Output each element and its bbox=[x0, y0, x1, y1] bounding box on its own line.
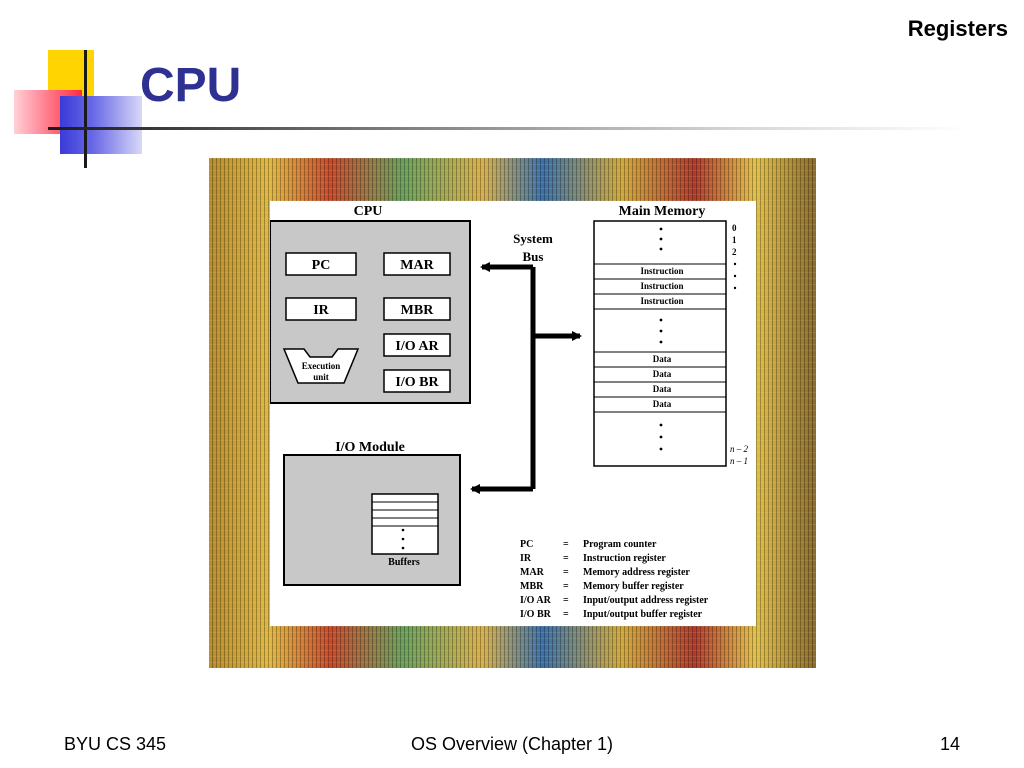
memory-dot bbox=[659, 447, 663, 451]
legend-desc: Memory buffer register bbox=[583, 581, 684, 592]
main-memory-title: Main Memory bbox=[619, 204, 706, 219]
memory-dot bbox=[659, 435, 663, 439]
register-iobr-box bbox=[383, 369, 451, 393]
legend-equals: = bbox=[563, 581, 569, 592]
computer-components-diagram: CPU PC MAR IR MBR I/O AR I/O BR Executio… bbox=[270, 201, 756, 626]
register-ioar-box bbox=[383, 333, 451, 357]
cpu-block-title: CPU bbox=[354, 204, 383, 219]
register-pc-box bbox=[285, 252, 357, 276]
diagram-svg: CPU PC MAR IR MBR I/O AR I/O BR Executio… bbox=[270, 204, 749, 620]
slide-title: CPU bbox=[140, 59, 242, 112]
memory-index-2: 2 bbox=[732, 247, 737, 257]
io-buffers-label: Buffers bbox=[388, 557, 420, 568]
decor-vertical-line bbox=[84, 50, 87, 168]
memory-dot bbox=[733, 286, 737, 290]
memory-row-instruction-1: Instruction bbox=[640, 266, 683, 276]
footer-chapter: OS Overview (Chapter 1) bbox=[410, 734, 614, 754]
legend-equals: = bbox=[563, 609, 569, 620]
legend-abbr: IR bbox=[520, 553, 532, 564]
memory-dot bbox=[659, 318, 663, 322]
system-bus-label-2: Bus bbox=[523, 249, 544, 264]
memory-row-data-1: Data bbox=[653, 354, 672, 364]
memory-dot bbox=[659, 247, 663, 251]
legend-equals: = bbox=[563, 567, 569, 578]
memory-index-dots bbox=[733, 262, 737, 290]
register-legend: PC = Program counter IR = Instruction re… bbox=[520, 539, 709, 620]
io-buffers-box bbox=[371, 493, 439, 555]
io-buffer-dot bbox=[401, 537, 405, 541]
memory-dot bbox=[659, 237, 663, 241]
legend-equals: = bbox=[563, 553, 569, 564]
execution-unit-shape bbox=[282, 348, 360, 384]
register-mar-box bbox=[383, 252, 451, 276]
io-buffer-dots bbox=[401, 528, 405, 550]
io-module-title: I/O Module bbox=[335, 440, 405, 455]
legend-abbr: I/O AR bbox=[520, 595, 552, 606]
memory-dot bbox=[659, 227, 663, 231]
io-buffer-dot bbox=[401, 546, 405, 550]
legend-desc: Instruction register bbox=[583, 553, 666, 564]
footer-page-number: 14 bbox=[939, 734, 960, 754]
legend-abbr: MAR bbox=[520, 567, 545, 578]
execution-unit-label-1: Execution bbox=[302, 361, 341, 371]
legend-abbr: MBR bbox=[520, 581, 544, 592]
memory-dots-middle bbox=[659, 318, 663, 344]
register-ir-label: IR bbox=[313, 303, 329, 318]
memory-dot bbox=[659, 340, 663, 344]
memory-row-instruction-3: Instruction bbox=[640, 296, 683, 306]
system-bus-label-1: System bbox=[513, 231, 553, 246]
legend-abbr: PC bbox=[520, 539, 533, 550]
register-pc-label: PC bbox=[312, 258, 331, 273]
decor-blue-square bbox=[60, 96, 142, 154]
register-ir-box bbox=[285, 297, 357, 321]
legend-equals: = bbox=[563, 595, 569, 606]
memory-row-instruction-2: Instruction bbox=[640, 281, 683, 291]
legend-desc: Input/output address register bbox=[583, 595, 709, 606]
memory-row-data-3: Data bbox=[653, 384, 672, 394]
register-mar-label: MAR bbox=[400, 258, 434, 273]
memory-dot bbox=[733, 274, 737, 278]
memory-dot bbox=[733, 262, 737, 266]
execution-unit-label-2: unit bbox=[313, 372, 329, 382]
memory-dot bbox=[659, 329, 663, 333]
title-underline bbox=[48, 127, 968, 130]
memory-index-0: 0 bbox=[732, 223, 737, 233]
register-iobr-label: I/O BR bbox=[395, 375, 439, 390]
legend-equals: = bbox=[563, 539, 569, 550]
memory-row-data-2: Data bbox=[653, 369, 672, 379]
slide-topic: Registers bbox=[907, 16, 1008, 41]
io-buffer-dot bbox=[401, 528, 405, 532]
legend-desc: Program counter bbox=[583, 539, 657, 550]
memory-index-n-minus-1: n – 1 bbox=[730, 456, 748, 466]
main-memory-block bbox=[593, 220, 727, 467]
footer-course: BYU CS 345 bbox=[64, 734, 167, 754]
register-mbr-box bbox=[383, 297, 451, 321]
legend-abbr: I/O BR bbox=[520, 609, 552, 620]
memory-dots-bottom bbox=[659, 423, 663, 451]
legend-desc: Input/output buffer register bbox=[583, 609, 703, 620]
register-mbr-label: MBR bbox=[401, 303, 435, 318]
legend-desc: Memory address register bbox=[583, 567, 690, 578]
memory-dots-top bbox=[659, 227, 663, 251]
register-ioar-label: I/O AR bbox=[395, 339, 439, 354]
memory-index-n-minus-2: n – 2 bbox=[730, 444, 749, 454]
memory-index-1: 1 bbox=[732, 235, 737, 245]
memory-dot bbox=[659, 423, 663, 427]
memory-row-data-4: Data bbox=[653, 399, 672, 409]
